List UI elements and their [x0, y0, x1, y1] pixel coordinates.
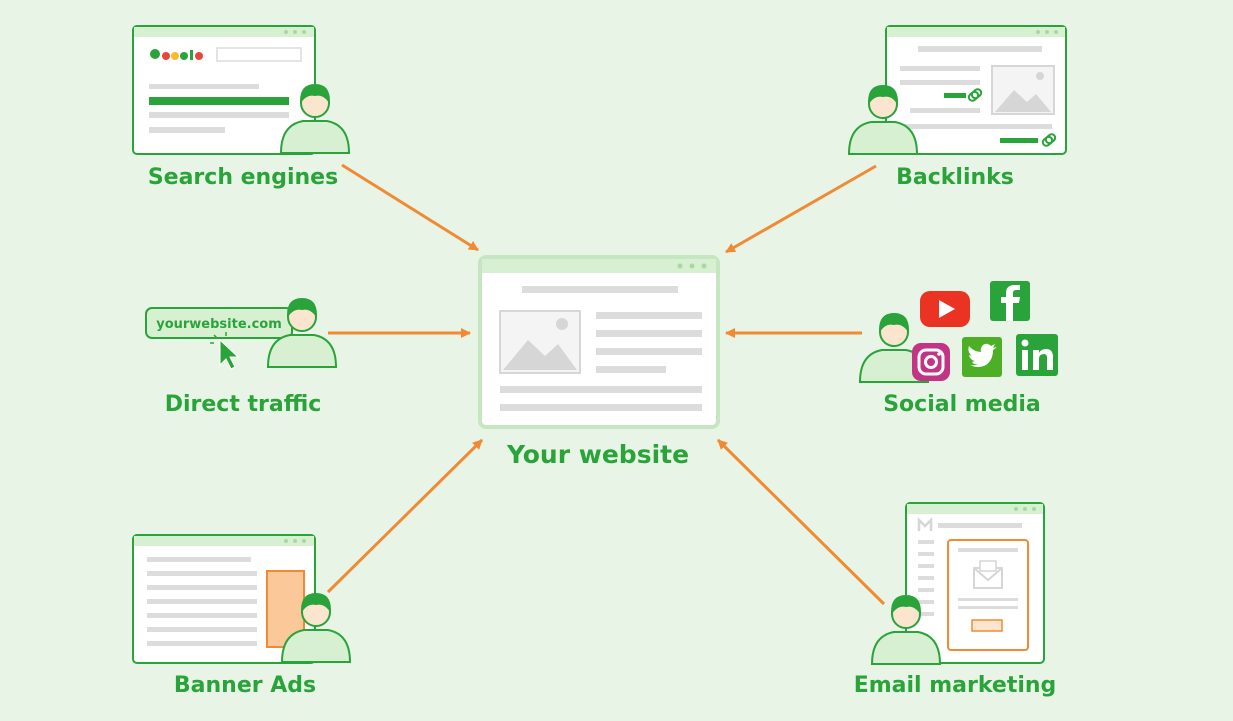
label-search-engines: Search engines [147, 165, 339, 190]
backlinks-window [885, 25, 1067, 155]
email-window [905, 502, 1045, 664]
label-email-marketing: Email marketing [853, 673, 1057, 698]
arrow-search-engines [341, 163, 479, 252]
url-pill-text: yourwebsite.com [156, 317, 282, 332]
facebook-icon [990, 281, 1030, 321]
banner-ads-window [132, 534, 316, 664]
email-cta-button-icon [971, 619, 1003, 632]
label-social-media: Social media [883, 392, 1041, 417]
cursor-icon [210, 332, 240, 370]
image-placeholder-icon [499, 310, 581, 374]
arrow-email-marketing [716, 438, 886, 606]
website-window [478, 255, 720, 429]
envelope-icon [973, 560, 1003, 589]
youtube-icon [920, 291, 970, 327]
label-your-website: Your website [506, 440, 690, 469]
search-bar-icon [216, 47, 302, 62]
instagram-icon [912, 343, 950, 381]
twitter-icon [962, 337, 1002, 377]
arrow-backlinks [725, 164, 877, 254]
arrow-banner-ads [326, 438, 484, 594]
linkedin-icon [1016, 334, 1058, 376]
mail-logo-icon [917, 516, 933, 531]
search-engine-window [132, 25, 316, 155]
label-banner-ads: Banner Ads [173, 673, 317, 698]
label-backlinks: Backlinks [896, 165, 1014, 190]
search-engine-logo-icon [150, 49, 203, 60]
image-placeholder-icon [991, 65, 1055, 115]
label-direct-traffic: Direct traffic [164, 392, 322, 417]
